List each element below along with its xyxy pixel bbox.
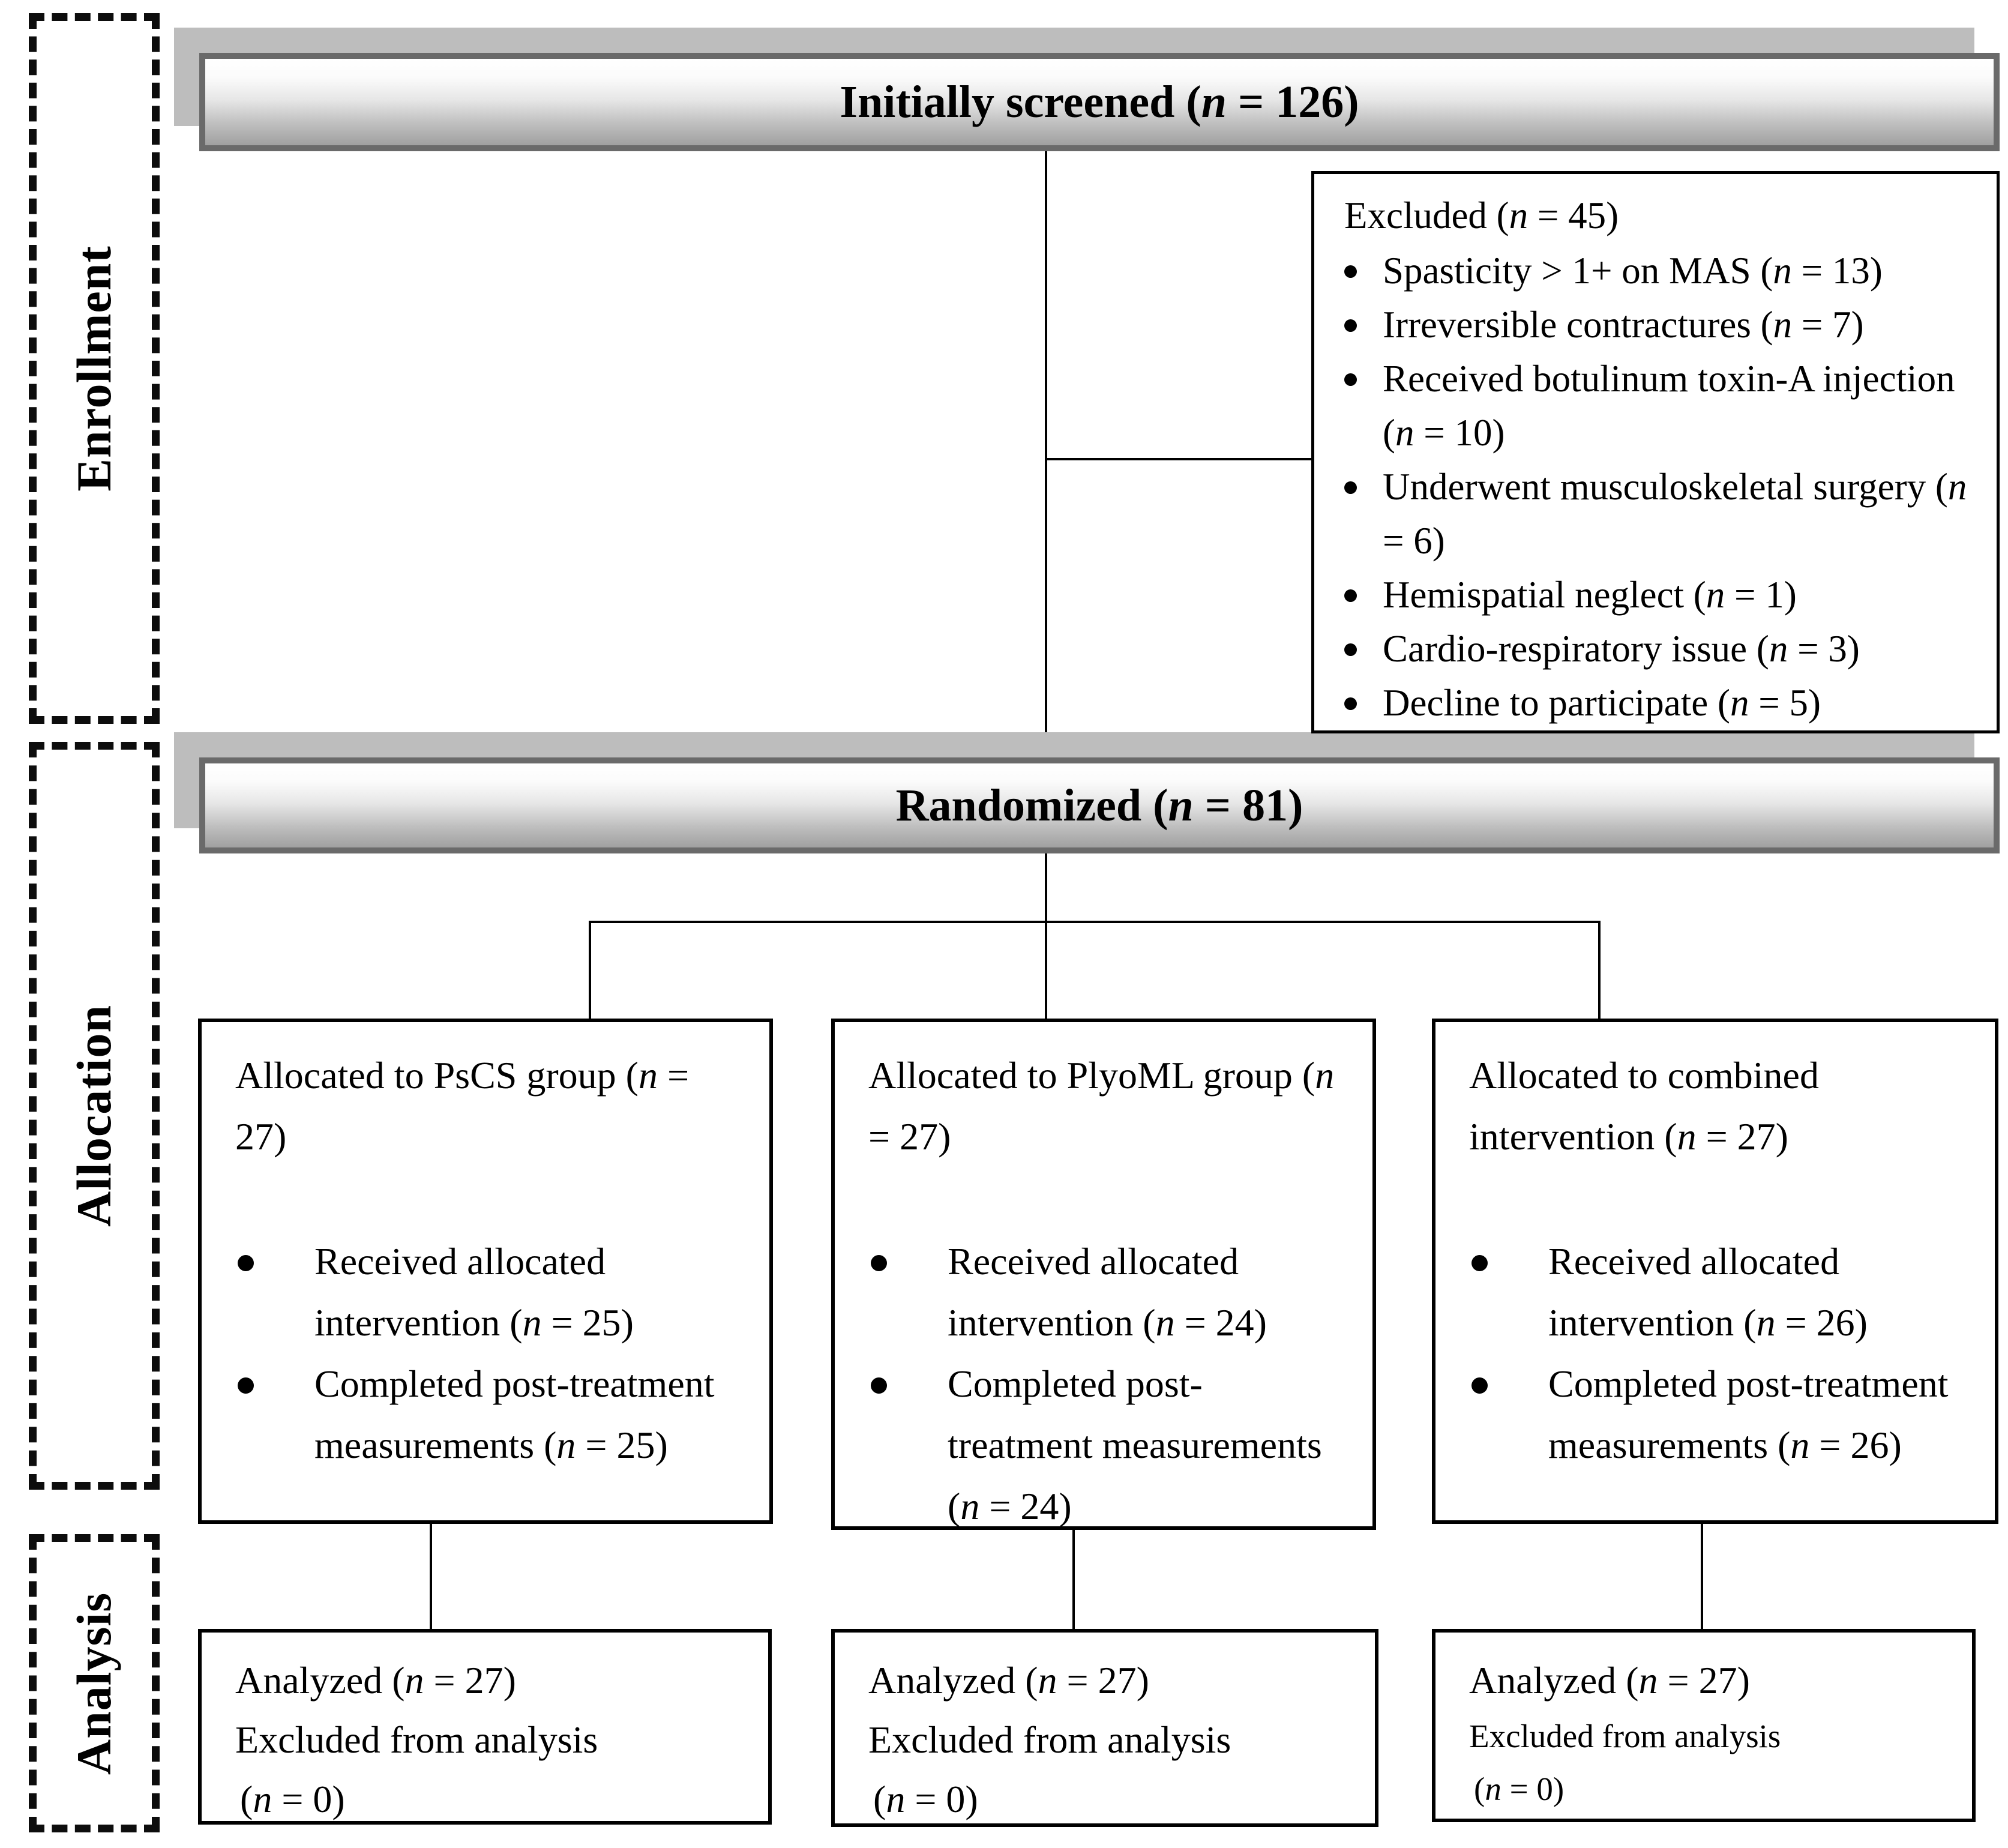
bullet-icon <box>1344 373 1357 386</box>
connector-branch-horizontal <box>589 921 1601 923</box>
allocation-bullet-text: Completed post-treatment measurements (n… <box>314 1362 715 1466</box>
excluded-from-analysis-n: (n = 0) <box>1474 1771 1565 1807</box>
bullet-icon <box>871 1377 887 1394</box>
bullet-icon <box>238 1377 254 1394</box>
randomized-bar-label: Randomized (n = 81) <box>895 780 1303 831</box>
bullet-icon <box>1344 589 1357 602</box>
bullet-icon <box>1344 319 1357 332</box>
excluded-from-analysis-line: Excluded from analysis <box>868 1718 1231 1761</box>
excluded-box: Excluded (n = 45) Spasticity > 1+ on MAS… <box>1311 171 2000 733</box>
stage-label-enrollment: Enrollment <box>67 245 121 492</box>
analyzed-line: Analyzed (n = 27) <box>1469 1659 1750 1702</box>
stage-box-analysis: Analysis <box>29 1534 160 1832</box>
allocation-bullet-text: Received allocated intervention (n = 25) <box>314 1240 634 1344</box>
allocation-bullet-item: Received allocated intervention (n = 26) <box>1469 1231 1973 1353</box>
allocation-bullet-item: Received allocated intervention (n = 24) <box>868 1231 1336 1353</box>
allocation-bullet-text: Completed post-treatment measurements (n… <box>948 1362 1322 1527</box>
analysis-box-pscs: Analyzed (n = 27) Excluded from analysis… <box>198 1629 772 1825</box>
stage-box-allocation: Allocation <box>29 742 160 1490</box>
allocation-bullet-text: Completed post-treatment measurements (n… <box>1548 1362 1949 1466</box>
excluded-reason-text: Underwent musculoskeletal surgery (n = 6… <box>1383 466 1967 562</box>
allocation-box-plyoml: Allocated to PlyoML group (n = 27) Recei… <box>831 1019 1376 1530</box>
allocation-bullet-text: Received allocated intervention (n = 26) <box>1548 1240 1868 1344</box>
stage-label-analysis: Analysis <box>67 1592 121 1775</box>
bullet-icon <box>1344 265 1357 278</box>
connector-to-excluded-box <box>1045 458 1314 460</box>
allocation-title: Allocated to PlyoML group (n = 27) <box>868 1054 1335 1158</box>
allocation-box-combined: Allocated to combined intervention (n = … <box>1432 1019 1998 1524</box>
analyzed-line: Analyzed (n = 27) <box>235 1659 516 1702</box>
excluded-from-analysis-line: Excluded from analysis <box>1469 1718 1781 1754</box>
allocation-title: Allocated to combined intervention (n = … <box>1469 1054 1819 1158</box>
excluded-from-analysis-line: Excluded from analysis <box>235 1718 598 1761</box>
allocation-bullet-item: Received allocated intervention (n = 25) <box>235 1231 748 1353</box>
analyzed-line: Analyzed (n = 27) <box>868 1659 1149 1702</box>
bullet-icon <box>1344 481 1357 494</box>
excluded-from-analysis-n: (n = 0) <box>240 1778 345 1820</box>
connector-alloc3-to-analysis3 <box>1701 1521 1703 1630</box>
analysis-box-combined: Analyzed (n = 27) Excluded from analysis… <box>1432 1629 1976 1822</box>
bullet-icon <box>238 1255 254 1271</box>
stage-box-enrollment: Enrollment <box>29 13 160 724</box>
bullet-icon <box>1471 1377 1488 1394</box>
allocation-bullet-item: Completed post-treatment measurements (n… <box>868 1353 1336 1537</box>
connector-branch-left-drop <box>589 921 591 1020</box>
excluded-reason-text: Received botulinum toxin-A injection (n … <box>1383 358 1955 454</box>
excluded-reason-text: Irreversible contractures (n = 7) <box>1383 304 1864 346</box>
excluded-reason-text: Decline to participate (n = 5) <box>1383 682 1821 724</box>
allocation-bullet-text: Received allocated intervention (n = 24) <box>948 1240 1267 1344</box>
bullet-icon <box>1344 697 1357 710</box>
bullet-icon <box>1471 1255 1488 1271</box>
connector-randomized-down <box>1045 852 1047 1020</box>
allocation-bullet-item: Completed post-treatment measurements (n… <box>235 1353 748 1476</box>
connector-branch-right-drop <box>1598 921 1601 1020</box>
connector-screened-to-randomized <box>1045 150 1047 760</box>
allocation-bullet-item: Completed post-treatment measurements (n… <box>1469 1353 1973 1476</box>
excluded-reason-item: Received botulinum toxin-A injection (n … <box>1344 352 1979 460</box>
excluded-reason-item: Irreversible contractures (n = 7) <box>1344 298 1979 352</box>
excluded-reason-item: Cardio-respiratory issue (n = 3) <box>1344 622 1979 676</box>
allocation-box-pscs: Allocated to PsCS group (n = 27) Receive… <box>198 1019 773 1524</box>
excluded-from-analysis-n: (n = 0) <box>873 1778 978 1820</box>
analysis-box-plyoml: Analyzed (n = 27) Excluded from analysis… <box>831 1629 1378 1827</box>
screened-bar-label: Initially screened (n = 126) <box>840 76 1359 127</box>
allocation-title: Allocated to PsCS group (n = 27) <box>235 1054 690 1158</box>
bullet-icon <box>1344 643 1357 656</box>
screened-bar: Initially screened (n = 126) <box>199 53 2000 151</box>
excluded-reason-item: Spasticity > 1+ on MAS (n = 13) <box>1344 244 1979 298</box>
excluded-title: Excluded (n = 45) <box>1344 194 1619 236</box>
connector-alloc2-to-analysis2 <box>1072 1526 1075 1630</box>
bullet-icon <box>871 1255 887 1271</box>
excluded-reason-item: Underwent musculoskeletal surgery (n = 6… <box>1344 460 1979 568</box>
excluded-reason-text: Hemispatial neglect (n = 1) <box>1383 574 1797 616</box>
randomized-bar: Randomized (n = 81) <box>199 757 2000 853</box>
excluded-reason-item: Hemispatial neglect (n = 1) <box>1344 568 1979 622</box>
connector-alloc1-to-analysis1 <box>430 1521 432 1630</box>
excluded-reason-text: Cardio-respiratory issue (n = 3) <box>1383 628 1860 670</box>
stage-label-allocation: Allocation <box>67 1005 121 1227</box>
excluded-reason-item: Decline to participate (n = 5) <box>1344 676 1979 730</box>
excluded-reason-text: Spasticity > 1+ on MAS (n = 13) <box>1383 250 1883 292</box>
